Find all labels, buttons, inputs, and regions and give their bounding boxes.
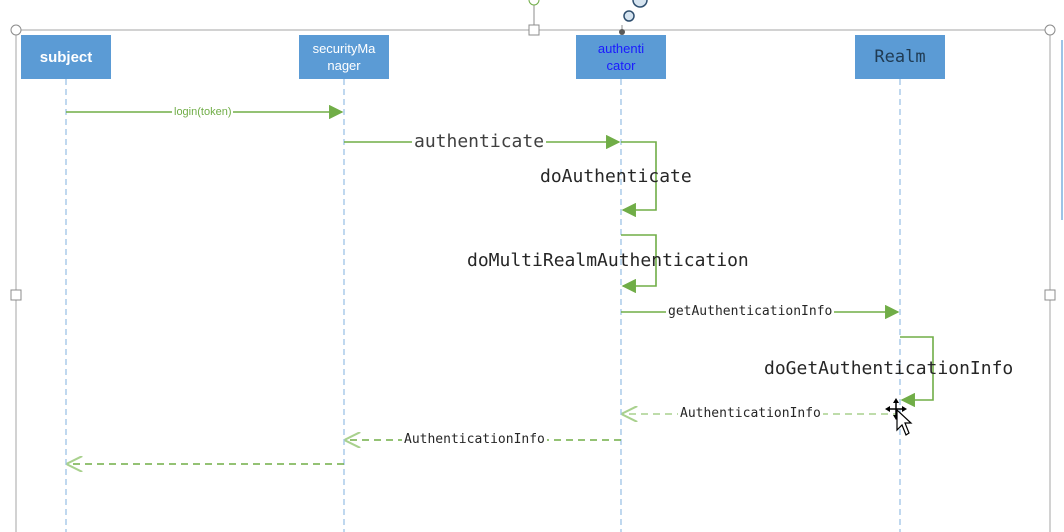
participant-realm-label: Realm (874, 47, 926, 67)
message-login-label: login(token) (172, 106, 234, 118)
message-do-get-auth-info-label: doGetAuthenticationInfo (764, 358, 1014, 379)
return-label-authenticator: AuthenticationInfo (402, 432, 547, 447)
message-get-auth-info-label: getAuthenticationInfo (666, 304, 835, 319)
rotate-handle[interactable] (528, 0, 540, 6)
participant-realm[interactable]: Realm (855, 35, 945, 79)
resize-handle-top-left[interactable] (10, 24, 22, 36)
message-do-authenticate-label: doAuthenticate (540, 166, 692, 187)
connector-dot[interactable] (619, 29, 625, 35)
participant-subject[interactable]: subject (21, 35, 111, 79)
connector-point-small[interactable] (623, 10, 635, 22)
participant-authenticator[interactable]: authenti cator (576, 35, 666, 79)
arrow-do-authenticate[interactable] (621, 141, 657, 218)
message-do-multi-realm-label: doMultiRealmAuthentication (467, 250, 749, 271)
participant-authenticator-label: authenti cator (597, 41, 645, 73)
arrow-do-multi-realm[interactable] (621, 234, 657, 294)
participant-security-manager-label: securityMa nager (312, 41, 376, 73)
arrow-do-get-auth-info[interactable] (900, 336, 934, 408)
participant-subject-label: subject (39, 48, 93, 66)
connector-point-large[interactable] (632, 0, 648, 8)
participant-security-manager[interactable]: securityMa nager (299, 35, 389, 79)
return-label-realm: AuthenticationInfo (678, 406, 823, 421)
message-authenticate-label: authenticate (412, 131, 547, 152)
resize-handle-top-middle[interactable] (528, 24, 540, 36)
resize-handle-right-middle[interactable] (1044, 289, 1056, 301)
resize-handle-top-right[interactable] (1044, 24, 1056, 36)
move-cursor-icon (885, 398, 913, 436)
resize-handle-left-middle[interactable] (10, 289, 22, 301)
